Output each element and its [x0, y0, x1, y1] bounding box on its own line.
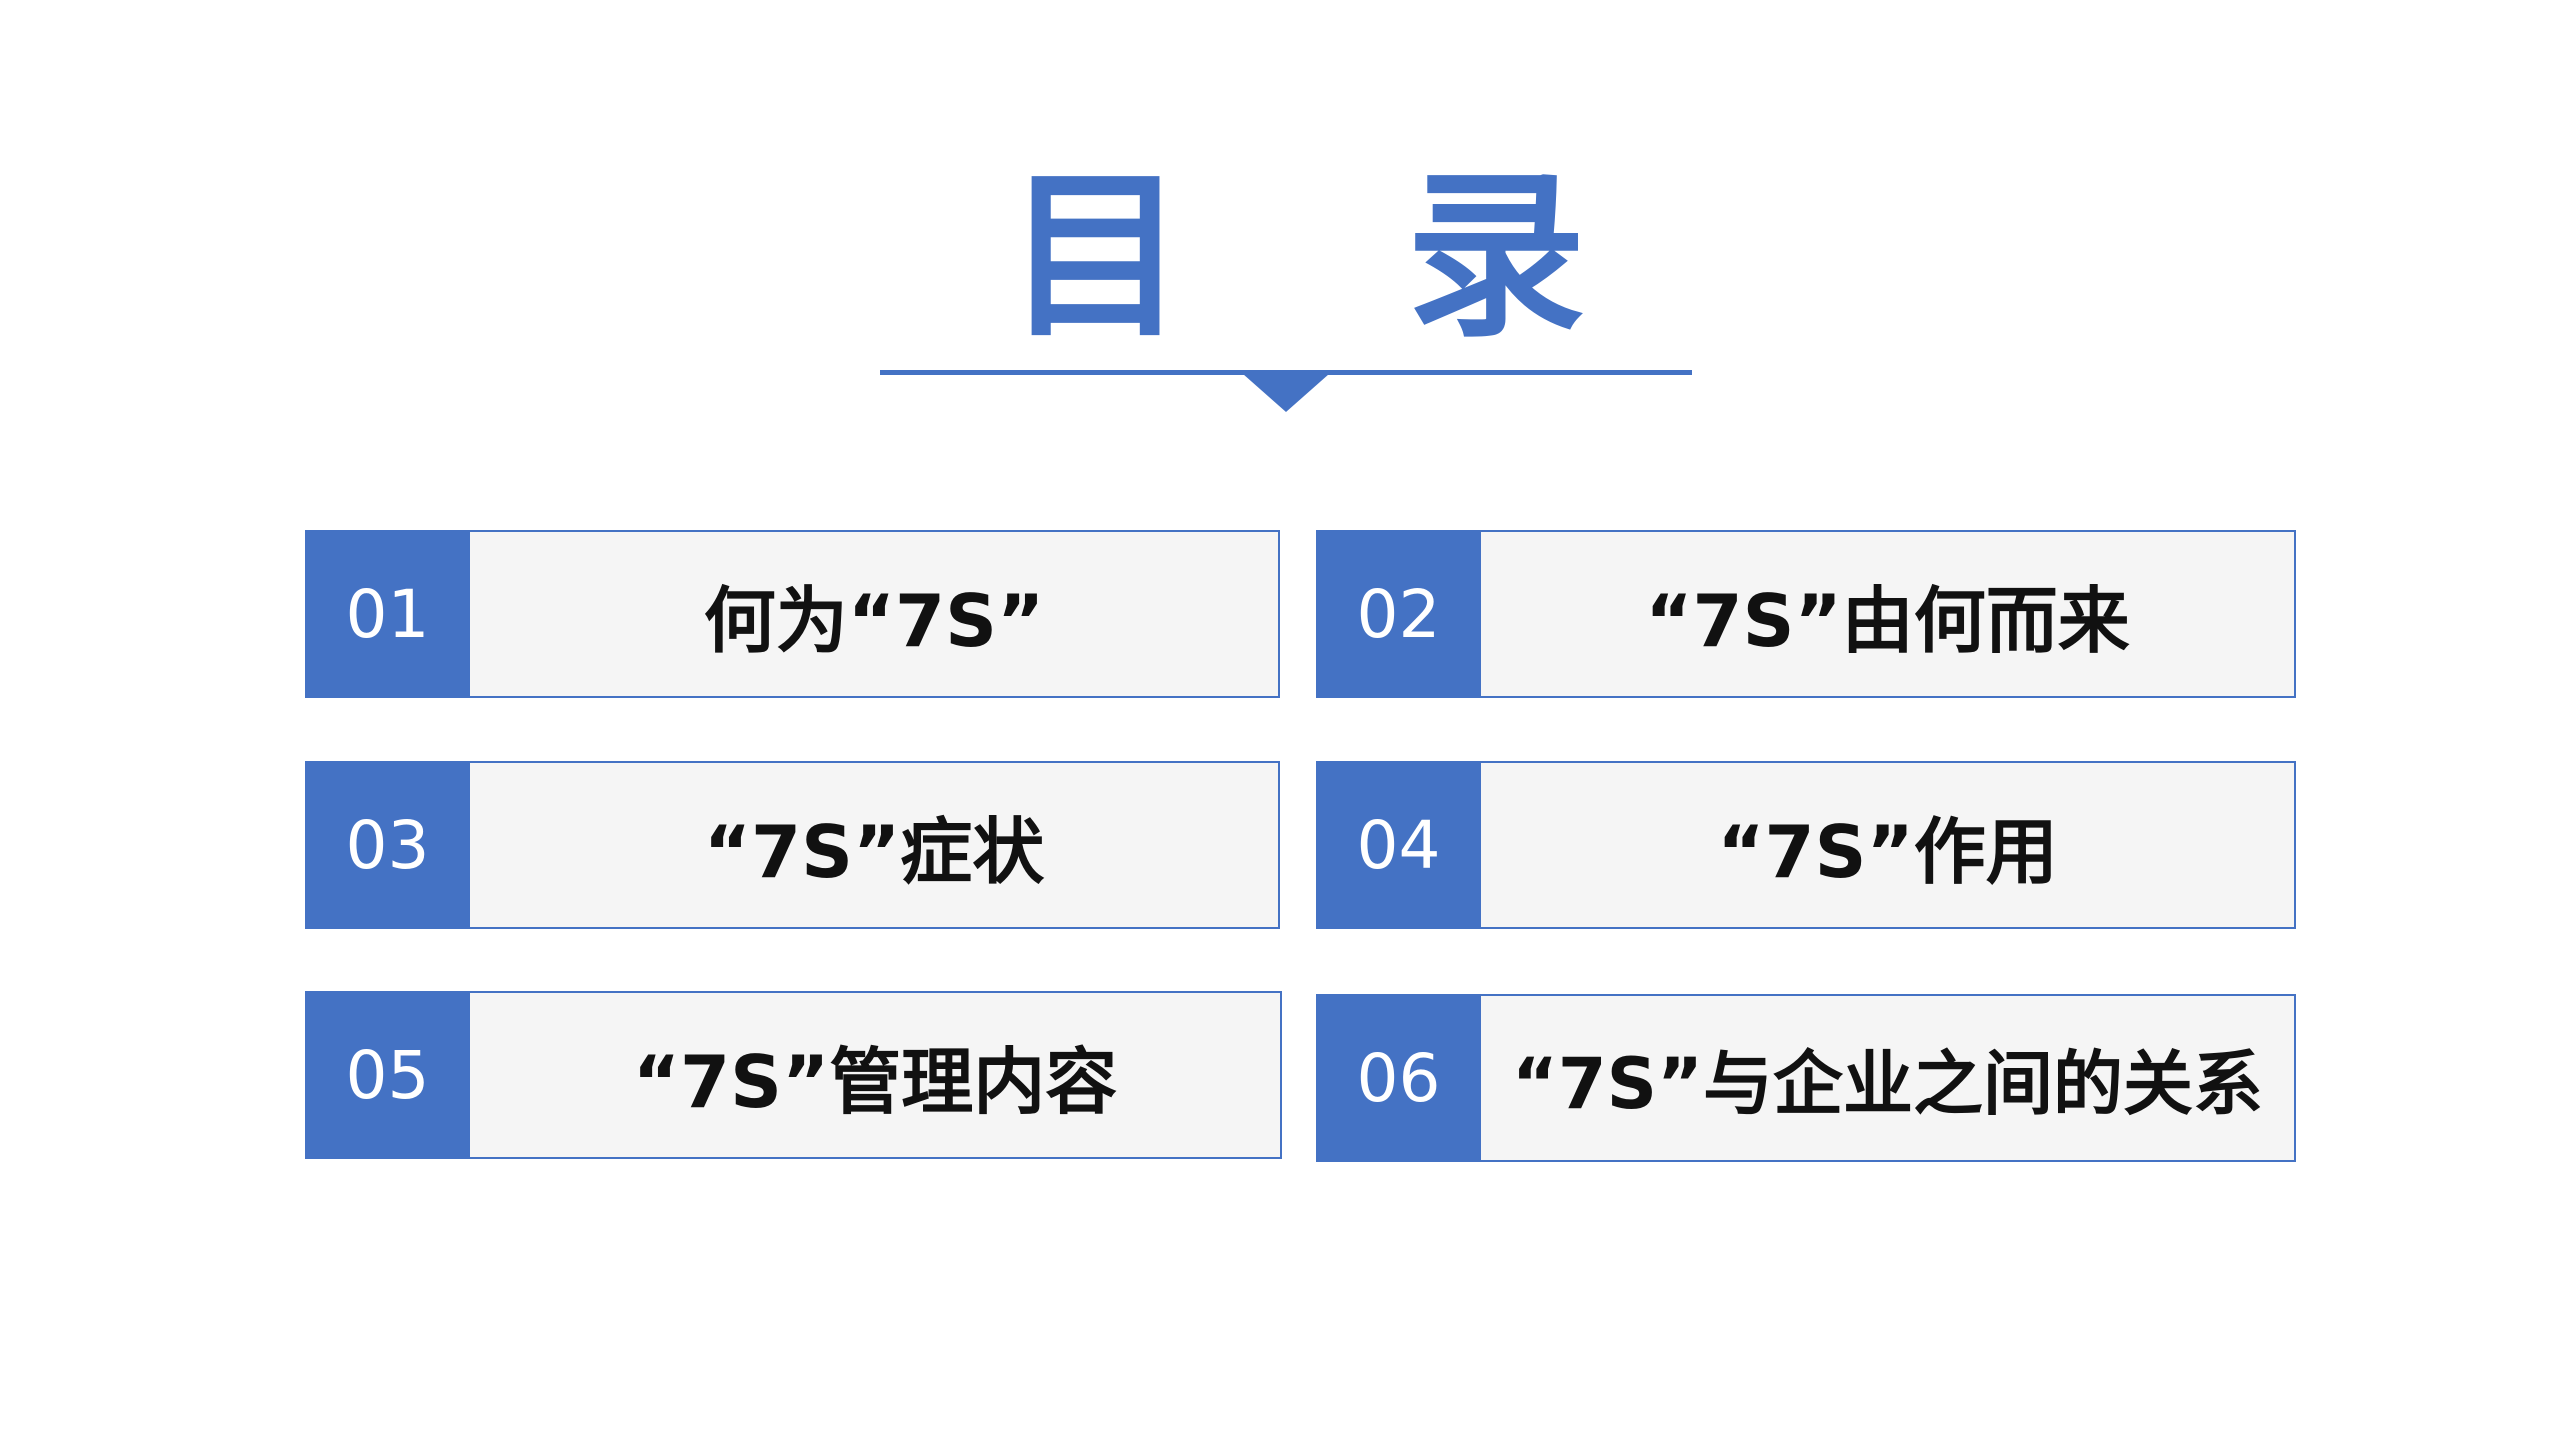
- toc-number: 02: [1316, 530, 1481, 698]
- toc-label: 何为“7S”: [703, 578, 1045, 663]
- title-divider: [880, 370, 1692, 375]
- toc-label: “7S”作用: [1717, 809, 2058, 894]
- toc-item-01[interactable]: 01 何为“7S”: [305, 530, 1280, 698]
- title-char-1: 目: [1006, 153, 1187, 362]
- toc-item-02[interactable]: 02 “7S”由何而来: [1316, 530, 2296, 698]
- toc-label: “7S”管理内容: [632, 1039, 1118, 1124]
- toc-number: 03: [305, 761, 470, 929]
- toc-label: “7S”症状: [703, 809, 1045, 894]
- page-title: 目 录: [1006, 158, 1586, 358]
- toc-number: 04: [1316, 761, 1481, 929]
- toc-number: 01: [305, 530, 470, 698]
- toc-label: “7S”与企业之间的关系: [1511, 1042, 2264, 1125]
- divider-arrow-icon: [1243, 374, 1329, 412]
- title-char-2: 录: [1405, 153, 1586, 362]
- toc-item-05[interactable]: 05 “7S”管理内容: [305, 991, 1282, 1159]
- toc-number: 05: [305, 991, 470, 1159]
- toc-number: 06: [1316, 994, 1481, 1162]
- toc-item-04[interactable]: 04 “7S”作用: [1316, 761, 2296, 929]
- toc-item-03[interactable]: 03 “7S”症状: [305, 761, 1280, 929]
- toc-item-06[interactable]: 06 “7S”与企业之间的关系: [1316, 994, 2296, 1162]
- toc-label: “7S”由何而来: [1645, 578, 2130, 663]
